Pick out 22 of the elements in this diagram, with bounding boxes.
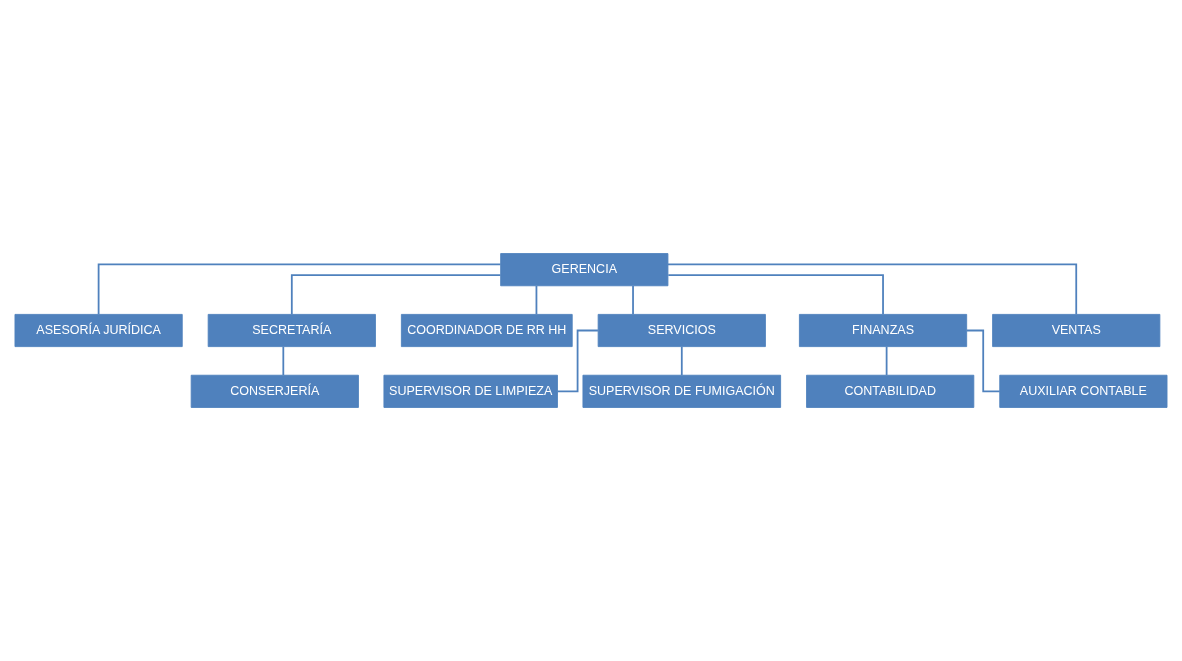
connector: [556, 329, 599, 393]
node-box: SERVICIOS: [597, 313, 766, 348]
node-box: VENTAS: [992, 313, 1161, 348]
node-box: CONSERJERÍA: [190, 374, 359, 408]
node-box: CONTABILIDAD: [806, 374, 975, 408]
connector: [632, 285, 634, 316]
node-box: GERENCIA: [500, 253, 669, 287]
node-box: FINANZAS: [798, 313, 968, 348]
connector: [97, 263, 502, 316]
connector: [667, 274, 884, 316]
connector: [282, 345, 285, 376]
connector: [667, 263, 1078, 316]
connector: [885, 345, 888, 376]
node-box: COORDINADOR DE RR HH: [400, 313, 573, 348]
node-box: ASESORÍA JURÍDICA: [14, 313, 183, 348]
node-box: SECRETARÍA: [207, 313, 376, 348]
node-box: AUXILIAR CONTABLE: [999, 374, 1168, 408]
connector: [290, 274, 502, 316]
connector: [680, 345, 683, 376]
node-box: SUPERVISOR DE LIMPIEZA: [383, 374, 558, 408]
node-box: SUPERVISOR DE FUMIGACIÓN: [582, 374, 782, 408]
connector: [535, 285, 538, 316]
